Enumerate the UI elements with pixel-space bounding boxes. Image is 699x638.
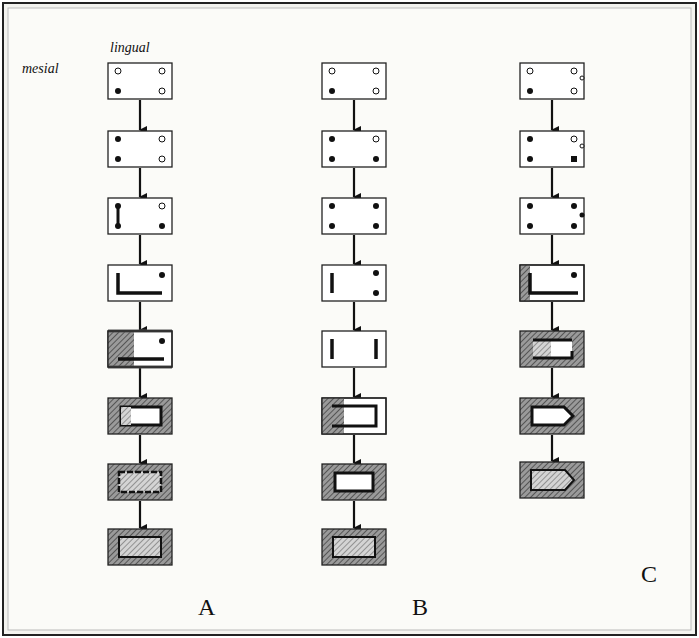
view-label: mesial xyxy=(22,61,59,77)
column-label: C xyxy=(641,561,657,588)
column-label: B xyxy=(412,594,428,621)
view-label: lingual xyxy=(110,40,150,56)
column-label: A xyxy=(198,594,215,621)
